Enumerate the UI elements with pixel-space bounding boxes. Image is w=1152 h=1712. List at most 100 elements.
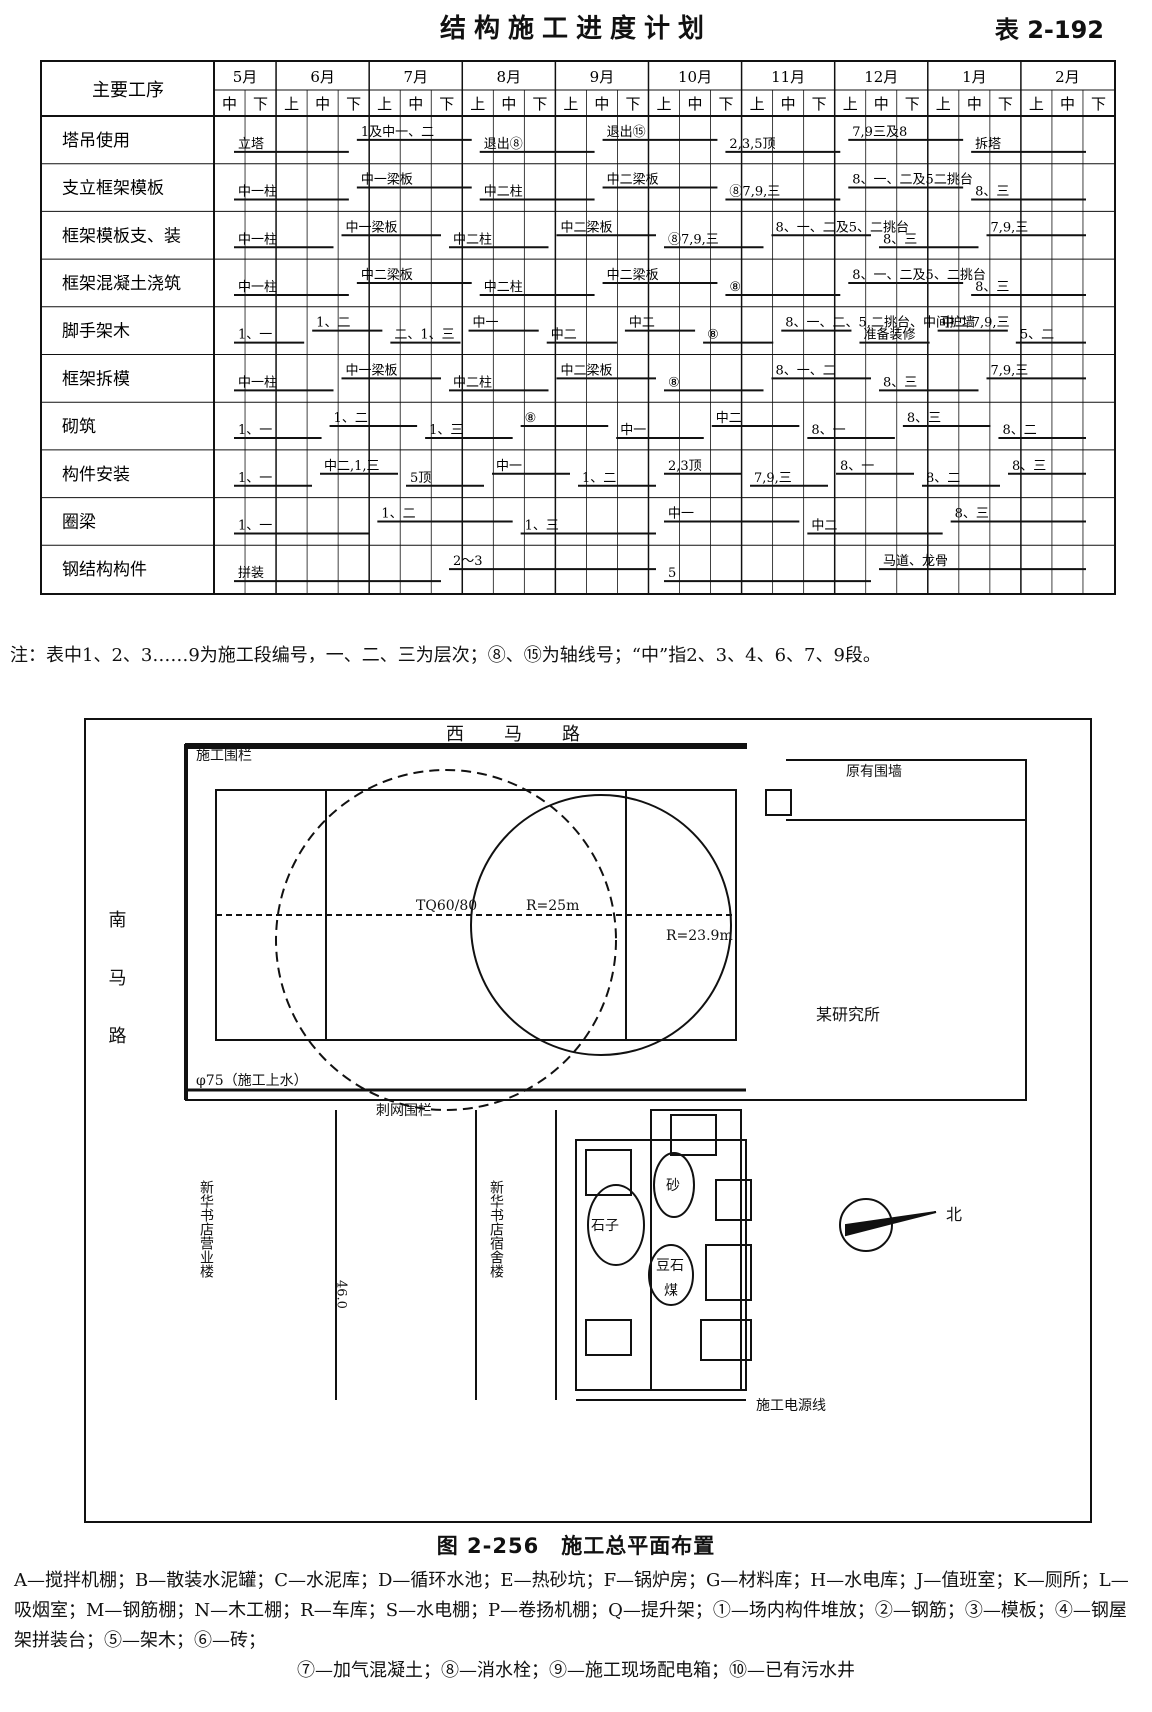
schedule-bar-label: 2～3: [453, 554, 483, 569]
schedule-bar-label: 7,9,三: [991, 220, 1029, 235]
schedule-bar-label: 中二柱: [453, 232, 492, 247]
period-label: 上: [563, 95, 578, 113]
schedule-bar-label: ⑧: [668, 375, 680, 390]
schedule-bar-label: 中一柱: [238, 232, 277, 247]
schedule-bar-label: 拆塔: [975, 137, 1001, 152]
road-south: 南马路: [106, 910, 127, 1084]
north-arrow-circle: [839, 1198, 893, 1252]
schedule-bar-label: 5: [668, 566, 676, 581]
coal-label: 煤: [664, 1283, 678, 1299]
period-label: 中: [781, 95, 796, 113]
stone-label: 石子: [591, 1218, 619, 1234]
period-label: 下: [998, 95, 1013, 113]
schedule-bar-label: 8、三: [907, 411, 941, 426]
period-label: 上: [470, 95, 485, 113]
schedule-bar-label: 8、一、二及5、二挑台: [776, 220, 910, 235]
task-name: 框架混凝土浇筑: [62, 274, 181, 294]
period-label: 下: [1091, 95, 1106, 113]
period-label: 下: [346, 95, 361, 113]
month-label: 7月: [403, 68, 428, 86]
schedule-bar-label: 2,3顶: [668, 459, 702, 474]
table-note: 注：表中1、2、3……9为施工段编号，一、二、三为层次；⑧、⑮为轴线号；“中”指…: [10, 645, 881, 666]
schedule-bar-label: 1、三: [525, 518, 559, 533]
old-wall-label: 原有围墙: [846, 764, 902, 780]
schedule-bar-label: 中一: [473, 316, 499, 331]
power-line-label: 施工电源线: [756, 1398, 826, 1414]
month-label: 1月: [962, 68, 987, 86]
site-plan: 西马路 南马路 施工围栏 原有围墙 刺网围栏 某研究所 φ75（施工上水） 施工…: [84, 718, 1092, 1523]
schedule-bar-label: 1、二: [316, 316, 350, 331]
period-label: 上: [656, 95, 671, 113]
period-label: 下: [812, 95, 827, 113]
schedule-bar-label: 二、1、三: [394, 328, 454, 343]
schedule-bar-label: 中二梁板: [607, 173, 659, 188]
period-label: 下: [625, 95, 640, 113]
schedule-bar-label: ⑧: [525, 411, 537, 426]
period-label: 下: [719, 95, 734, 113]
schedule-bar-label: 中一梁板: [346, 363, 398, 378]
legend-line-1: A—搅拌机棚；B—散装水泥罐；C—水泥库；D—循环水池；E—热砂坑；F—锅炉房；…: [14, 1570, 1129, 1651]
institute-label: 某研究所: [816, 1005, 880, 1024]
schedule-bar-label: 8、一、二、5,二挑台、中间护墙: [785, 316, 975, 331]
task-name: 钢结构构件: [62, 560, 147, 580]
month-label: 6月: [310, 68, 335, 86]
schedule-bar-label: 7,9,三: [754, 471, 792, 486]
schedule-bar-label: 1、一: [238, 471, 272, 486]
schedule-bar-label: 中二: [716, 411, 742, 426]
schedule-bar-label: 8、三: [975, 185, 1009, 200]
period-label: 下: [905, 95, 920, 113]
period-label: 上: [843, 95, 858, 113]
schedule-bar-label: 中二柱: [484, 280, 523, 295]
schedule-bar-label: 中二: [551, 328, 577, 343]
schedule-bar-label: ⑧7,9,三: [729, 185, 780, 200]
schedule-bar-label: 中二梁板: [561, 363, 613, 378]
schedule-bar-label: 拼装: [238, 566, 264, 581]
schedule-bar-label: 1、一: [238, 518, 272, 533]
period-label: 中: [408, 95, 423, 113]
period-label: 中: [967, 95, 982, 113]
legend: A—搅拌机棚；B—散装水泥罐；C—水泥库；D—循环水池；E—热砂坑；F—锅炉房；…: [14, 1566, 1138, 1686]
schedule-bar-label: 准备装修: [863, 327, 915, 343]
schedule-bar-label: 5、二: [1020, 328, 1054, 343]
period-label: 中: [222, 95, 237, 113]
period-label: 上: [936, 95, 951, 113]
schedule-bar-label: ⑧7,9,三: [668, 232, 719, 247]
schedule-bar-label: 退出⑮: [607, 125, 646, 140]
task-name: 塔吊使用: [62, 130, 130, 151]
schedule-bar-label: 8、三: [955, 506, 989, 521]
schedule-bar-label: 8、一: [840, 459, 874, 474]
schedule-bar-label: 5顶: [410, 471, 431, 486]
schedule-bar-label: 1、一: [238, 328, 272, 343]
month-label: 9月: [590, 68, 615, 86]
schedule-bar-label: 中一柱: [238, 280, 277, 295]
schedule-bar-label: 8、三: [883, 232, 917, 247]
month-label: 2月: [1055, 68, 1080, 86]
period-label: 上: [1029, 95, 1044, 113]
schedule-bar-label: 中二柱: [484, 185, 523, 200]
bookstore-business-label: 新华书店营业楼: [198, 1180, 214, 1278]
fence-label: 施工围栏: [196, 748, 252, 764]
schedule-bar-label: 中一柱: [238, 185, 277, 200]
month-label: 5月: [233, 68, 258, 86]
schedule-bar-label: 中一: [620, 423, 646, 438]
task-name: 构件安装: [62, 465, 130, 485]
schedule-bar-label: 1、一: [238, 423, 272, 438]
schedule-bar-label: 中一梁板: [361, 173, 413, 188]
legend-line-2: ⑦—加气混凝土；⑧—消水栓；⑨—施工现场配电箱；⑩—已有污水井: [297, 1660, 855, 1681]
schedule-bar-label: 马道、龙骨: [883, 554, 948, 569]
period-label: 中: [688, 95, 703, 113]
schedule-bar-label: 8、二: [926, 471, 960, 486]
schedule-bar-label: 中二梁板: [561, 220, 613, 235]
schedule-bar-label: ⑧: [707, 328, 719, 343]
schedule-bar-label: 2,3,5顶: [729, 137, 775, 152]
schedule-bar-label: 退出⑧: [484, 137, 523, 152]
barbed-fence-label: 刺网围栏: [376, 1103, 432, 1119]
schedule-bar-label: 中二梁板: [607, 268, 659, 283]
period-label: 中: [501, 95, 516, 113]
bookstore-dorm-label: 新华书店宿舍楼: [488, 1180, 504, 1278]
schedule-bar-label: 中二: [629, 316, 655, 331]
schedule-bar-label: 中二 7,9,三: [942, 316, 1010, 331]
period-label: 中: [874, 95, 889, 113]
schedule-bar-label: 中一: [496, 459, 522, 474]
